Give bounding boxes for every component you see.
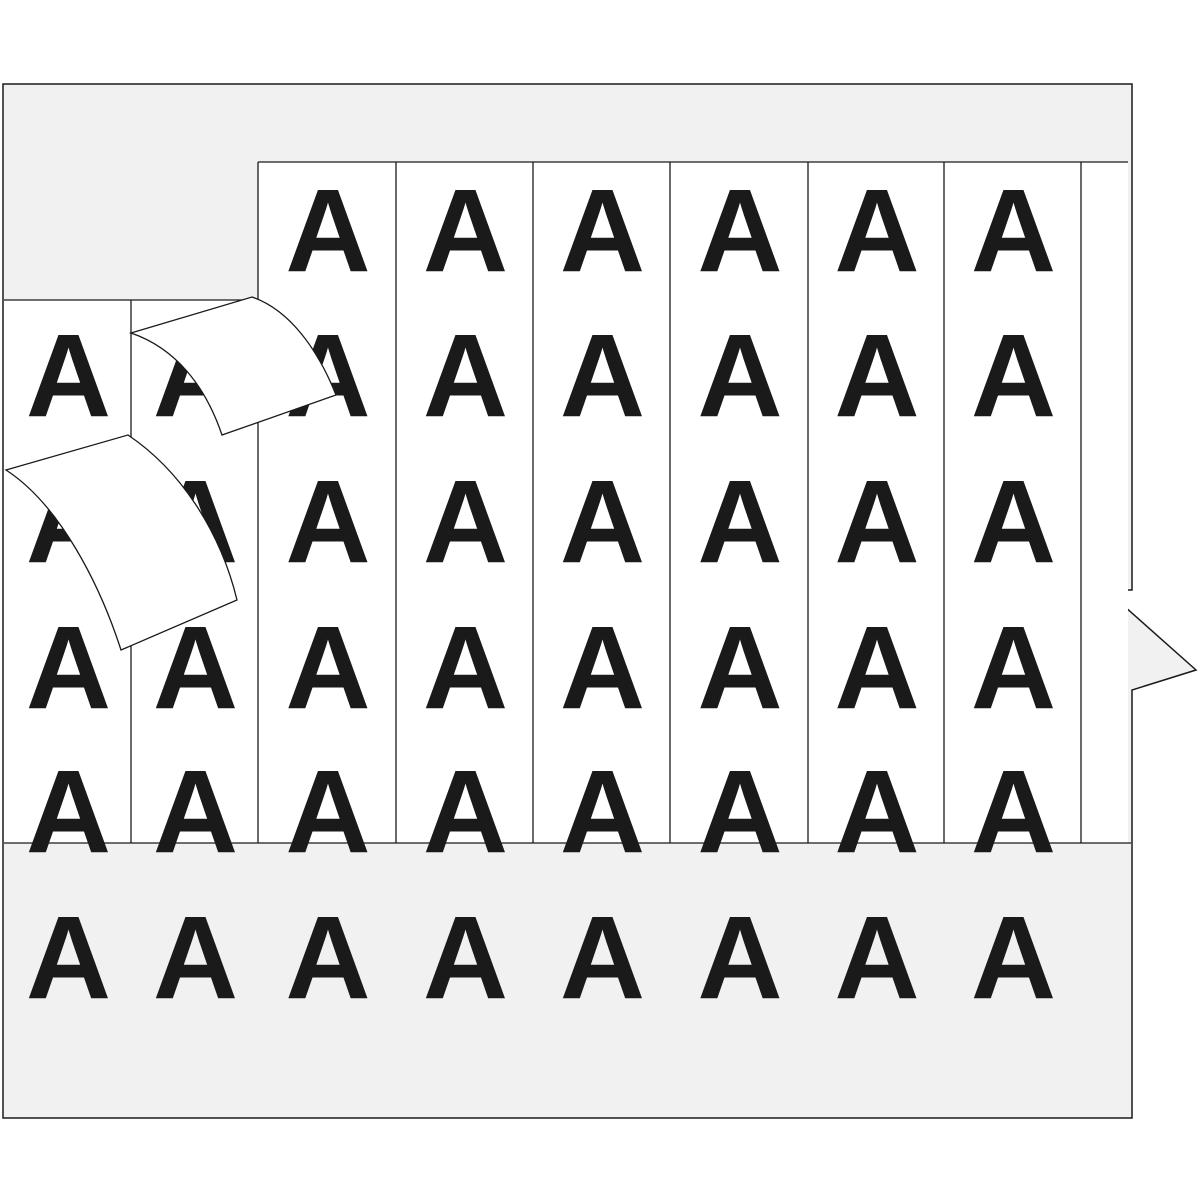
marker-label-r4-c3[interactable]: A: [285, 602, 370, 734]
peeled-marker-upper[interactable]: [128, 296, 337, 436]
marker-label-r3-c8[interactable]: A: [971, 456, 1056, 588]
marker-label-r2-c4[interactable]: A: [423, 310, 508, 442]
marker-label-r1-c7[interactable]: A: [834, 165, 919, 297]
marker-label-r4-c1[interactable]: A: [26, 602, 111, 734]
marker-label-r6-c5[interactable]: A: [560, 892, 645, 1024]
marker-label-r2-c7[interactable]: A: [834, 310, 919, 442]
peeled-marker-lower[interactable]: [4, 434, 238, 651]
marker-label-r5-c7[interactable]: A: [834, 746, 919, 878]
marker-label-r5-c4[interactable]: A: [423, 746, 508, 878]
marker-label-r3-c5[interactable]: A: [560, 456, 645, 588]
marker-label-r4-c5[interactable]: A: [560, 602, 645, 734]
marker-label-r2-c1[interactable]: A: [26, 310, 111, 442]
liner-bottom: [4, 843, 1131, 1117]
marker-label-r6-c1[interactable]: A: [26, 892, 111, 1024]
marker-label-r3-c7[interactable]: A: [834, 456, 919, 588]
marker-label-r1-c8[interactable]: A: [971, 165, 1056, 297]
marker-label-r1-c4[interactable]: A: [423, 165, 508, 297]
marker-label-r4-c6[interactable]: A: [697, 602, 782, 734]
marker-label-r3-c4[interactable]: A: [423, 456, 508, 588]
marker-label-r4-c8[interactable]: A: [971, 602, 1056, 734]
column-dividers: [4, 161, 1131, 844]
marker-label-r6-c4[interactable]: A: [423, 892, 508, 1024]
marker-label-r2-c5[interactable]: A: [560, 310, 645, 442]
marker-label-r6-c3[interactable]: A: [285, 892, 370, 1024]
marker-label-r5-c5[interactable]: A: [560, 746, 645, 878]
marker-label-r4-c4[interactable]: A: [423, 602, 508, 734]
marker-label-r4-c7[interactable]: A: [834, 602, 919, 734]
liner-gap: [4, 86, 258, 300]
marker-label-r6-c2[interactable]: A: [153, 892, 238, 1024]
label-area-top: [258, 162, 1128, 843]
marker-label-r6-c8[interactable]: A: [971, 892, 1056, 1024]
marker-label-r5-c3[interactable]: A: [285, 746, 370, 878]
marker-label-r6-c6[interactable]: A: [697, 892, 782, 1024]
marker-label-r3-c3[interactable]: A: [285, 456, 370, 588]
marker-label-r6-c7[interactable]: A: [834, 892, 919, 1024]
marker-label-r5-c8[interactable]: A: [971, 746, 1056, 878]
marker-label-r5-c1[interactable]: A: [26, 746, 111, 878]
marker-label-r1-c3[interactable]: A: [285, 165, 370, 297]
marker-label-r1-c5[interactable]: A: [560, 165, 645, 297]
marker-label-r5-c6[interactable]: A: [697, 746, 782, 878]
marker-label-r2-c8[interactable]: A: [971, 310, 1056, 442]
marker-label-r2-c6[interactable]: A: [697, 310, 782, 442]
marker-label-r1-c6[interactable]: A: [697, 165, 782, 297]
marker-label-r3-c6[interactable]: A: [697, 456, 782, 588]
marker-label-r5-c2[interactable]: A: [153, 746, 238, 878]
